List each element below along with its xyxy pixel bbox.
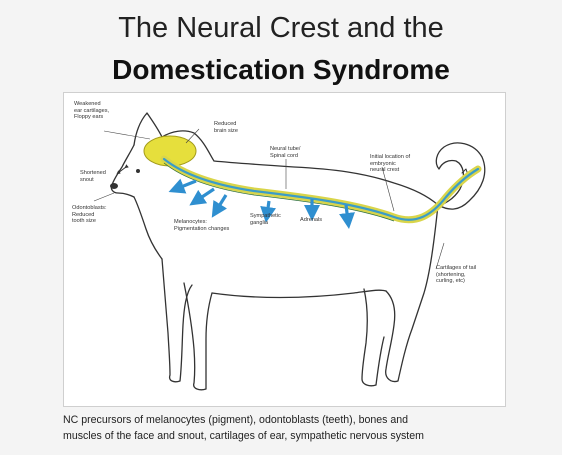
dog-eye bbox=[136, 169, 140, 173]
caption-line1: NC precursors of melanocytes (pigment), … bbox=[63, 412, 558, 428]
caption: NC precursors of melanocytes (pigment), … bbox=[63, 412, 558, 444]
slide-title-line2: Domestication Syndrome bbox=[0, 54, 562, 86]
label-adrenals: Adrenals bbox=[300, 217, 322, 224]
label-brain: Reduced brain size bbox=[214, 121, 238, 134]
caption-line2: muscles of the face and snout, cartilage… bbox=[63, 428, 558, 444]
label-initial-location: Initial location of embryonic neural cre… bbox=[370, 154, 410, 174]
dog-diagram: Weakened ear cartilages, Floppy ears Red… bbox=[63, 92, 506, 407]
label-snout: Shortened snout bbox=[80, 170, 106, 183]
label-sympathetic: Sympathetic ganglia bbox=[250, 213, 281, 226]
label-tail: Cartilages of tail (shortening, curling,… bbox=[436, 265, 476, 285]
label-neural-tube: Neural tube/ Spinal cord bbox=[270, 146, 300, 159]
label-odontoblasts: Odontoblasts: Reduced tooth size bbox=[72, 205, 107, 225]
label-ears: Weakened ear cartilages, Floppy ears bbox=[74, 101, 109, 121]
slide-title-line1: The Neural Crest and the bbox=[0, 12, 562, 45]
dog-nose bbox=[110, 183, 118, 189]
label-melanocytes: Melanocytes: Pigmentation changes bbox=[174, 219, 229, 232]
dog-illustration bbox=[64, 93, 505, 406]
